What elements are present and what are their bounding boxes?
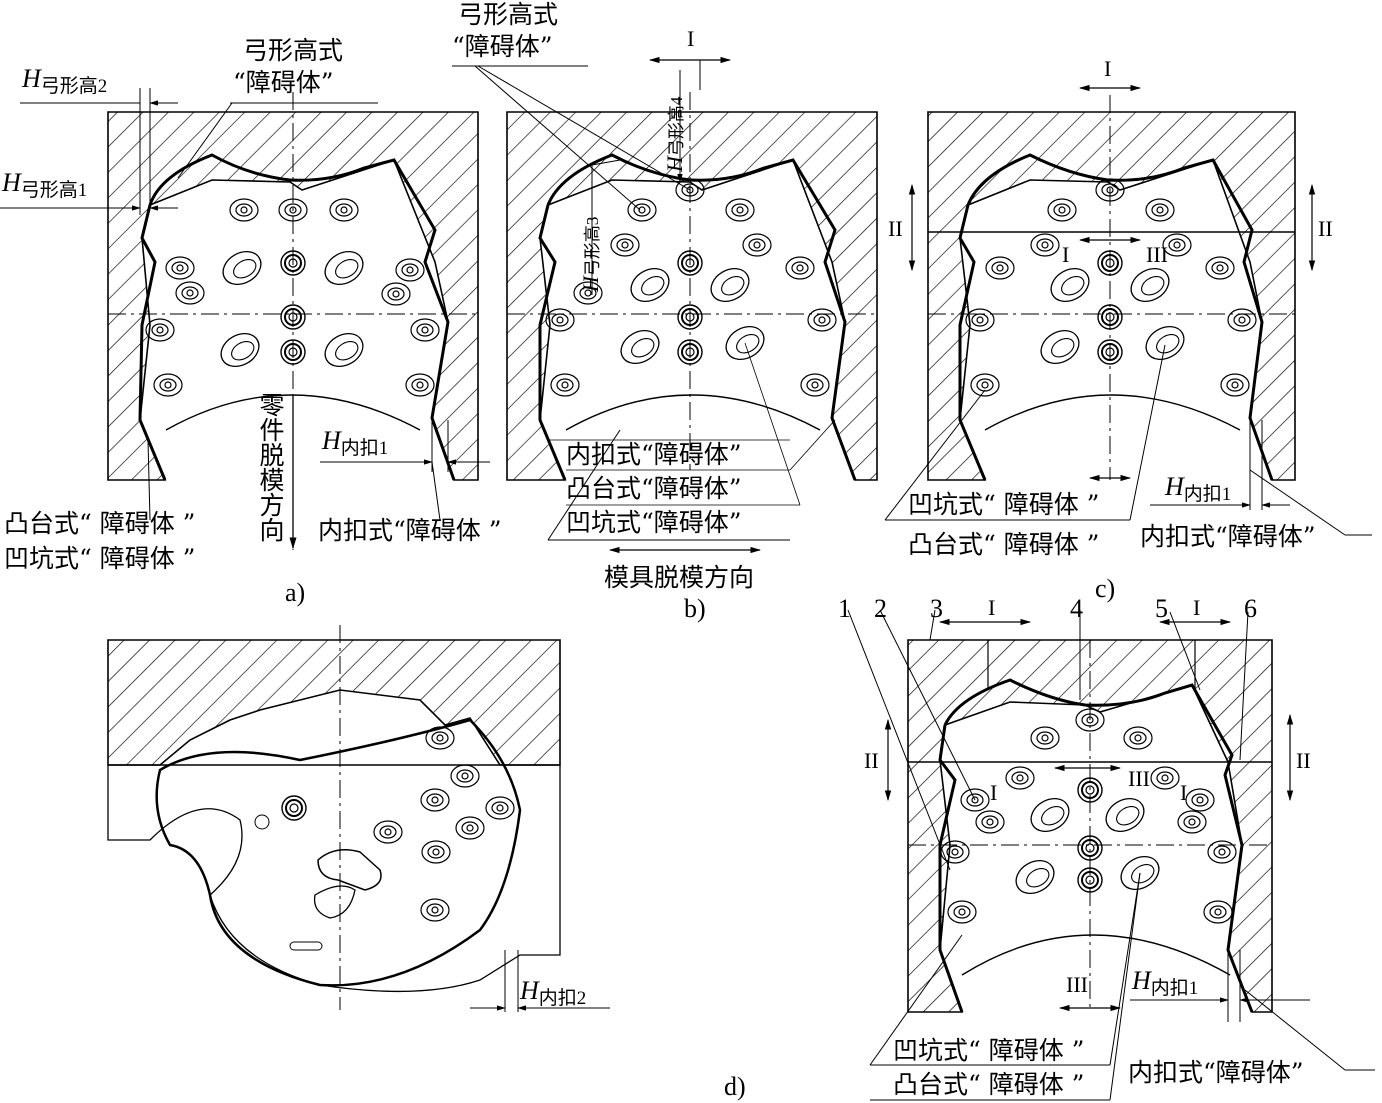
pit-obstacle-label-b: 凹坑式“障碍体”	[566, 508, 742, 537]
panel-d-side	[107, 625, 610, 1012]
inner-obstacle-label-c: 内扣式“障碍体”	[1140, 522, 1316, 551]
part-number-1: 1	[838, 594, 851, 623]
section-i-d-inner-right: I	[1180, 780, 1188, 805]
part-demold-direction: 零件脱模方向	[256, 392, 285, 542]
section-ii-c-left: II	[888, 216, 903, 241]
section-ii-d-right: II	[1296, 748, 1311, 773]
part-number-5: 5	[1155, 594, 1168, 623]
obstacle-label-a: “障碍体”	[233, 68, 334, 97]
panel-c	[884, 84, 1372, 536]
section-ii-d-left: II	[864, 748, 879, 773]
section-i-d-left: I	[988, 595, 996, 620]
bow-high-label-b: 弓形高式	[458, 0, 559, 29]
bow-high-label-a: 弓形高式	[243, 36, 344, 65]
panel-b	[452, 56, 878, 554]
inner-obstacle-label-b: 内扣式“障碍体”	[566, 440, 742, 469]
part-number-4: 4	[1070, 594, 1083, 623]
h-bow1-symbol: H弓形高1	[2, 168, 88, 201]
section-i-d-inner-left: I	[990, 780, 998, 805]
h-inner1-symbol-d: H内扣1	[1132, 966, 1199, 999]
pit-obstacle-label-d: 凹坑式“ 障碍体 ”	[893, 1036, 1085, 1065]
boss-obstacle-label-d: 凸台式“ 障碍体 ”	[893, 1070, 1085, 1099]
inner-obstacle-label-d: 内扣式“障碍体”	[1128, 1058, 1304, 1087]
section-i-d-right: I	[1193, 595, 1201, 620]
pit-obstacle-label-c: 凹坑式“ 障碍体 ”	[908, 490, 1100, 519]
boss-obstacle-label-c: 凸台式“ 障碍体 ”	[908, 530, 1100, 559]
section-iii-d-bottom: III	[1066, 972, 1088, 997]
boss-obstacle-label-a: 凸台式“ 障碍体 ”	[4, 509, 196, 538]
hatched-mold-b	[506, 111, 878, 481]
h-bow2-symbol: H弓形高2	[22, 64, 108, 97]
caption-d: d)	[724, 1072, 746, 1101]
h-inner2-symbol: H内扣2	[520, 976, 587, 1009]
part-number-3: 3	[930, 594, 943, 623]
obstacle-label-b: “障碍体”	[452, 32, 553, 61]
part-outline-a	[138, 153, 456, 481]
h-inner1-symbol-c: H内扣1	[1165, 472, 1232, 505]
inner-obstacle-label-a: 内扣式“障碍体 ”	[318, 516, 502, 545]
panel-d-split	[847, 609, 1375, 1101]
part-number-6: 6	[1244, 594, 1257, 623]
caption-a: a)	[285, 578, 306, 607]
panel-a	[0, 88, 490, 550]
hatched-mold-c	[927, 111, 1296, 481]
section-i-c-mid: I	[1062, 242, 1070, 267]
section-iii-c: III	[1146, 242, 1168, 267]
section-ii-c-right: II	[1318, 216, 1333, 241]
h-bow4-symbol: H弓形高4	[662, 96, 687, 172]
caption-b: b)	[684, 594, 706, 623]
boss-obstacle-label-b: 凸台式“障碍体”	[566, 474, 742, 503]
section-i-c-top: I	[1104, 56, 1112, 81]
h-inner1-symbol-a: H内扣1	[322, 426, 389, 459]
part-number-2: 2	[874, 594, 887, 623]
h-bow3-symbol: H弓形高3	[578, 216, 603, 292]
section-iii-d-top: III	[1128, 766, 1150, 791]
caption-c: c)	[1095, 574, 1116, 603]
pit-obstacle-label-a: 凹坑式“ 障碍体 ”	[4, 544, 196, 573]
section-i-b: I	[687, 26, 695, 51]
mold-demold-direction: 模具脱模方向	[604, 563, 755, 592]
